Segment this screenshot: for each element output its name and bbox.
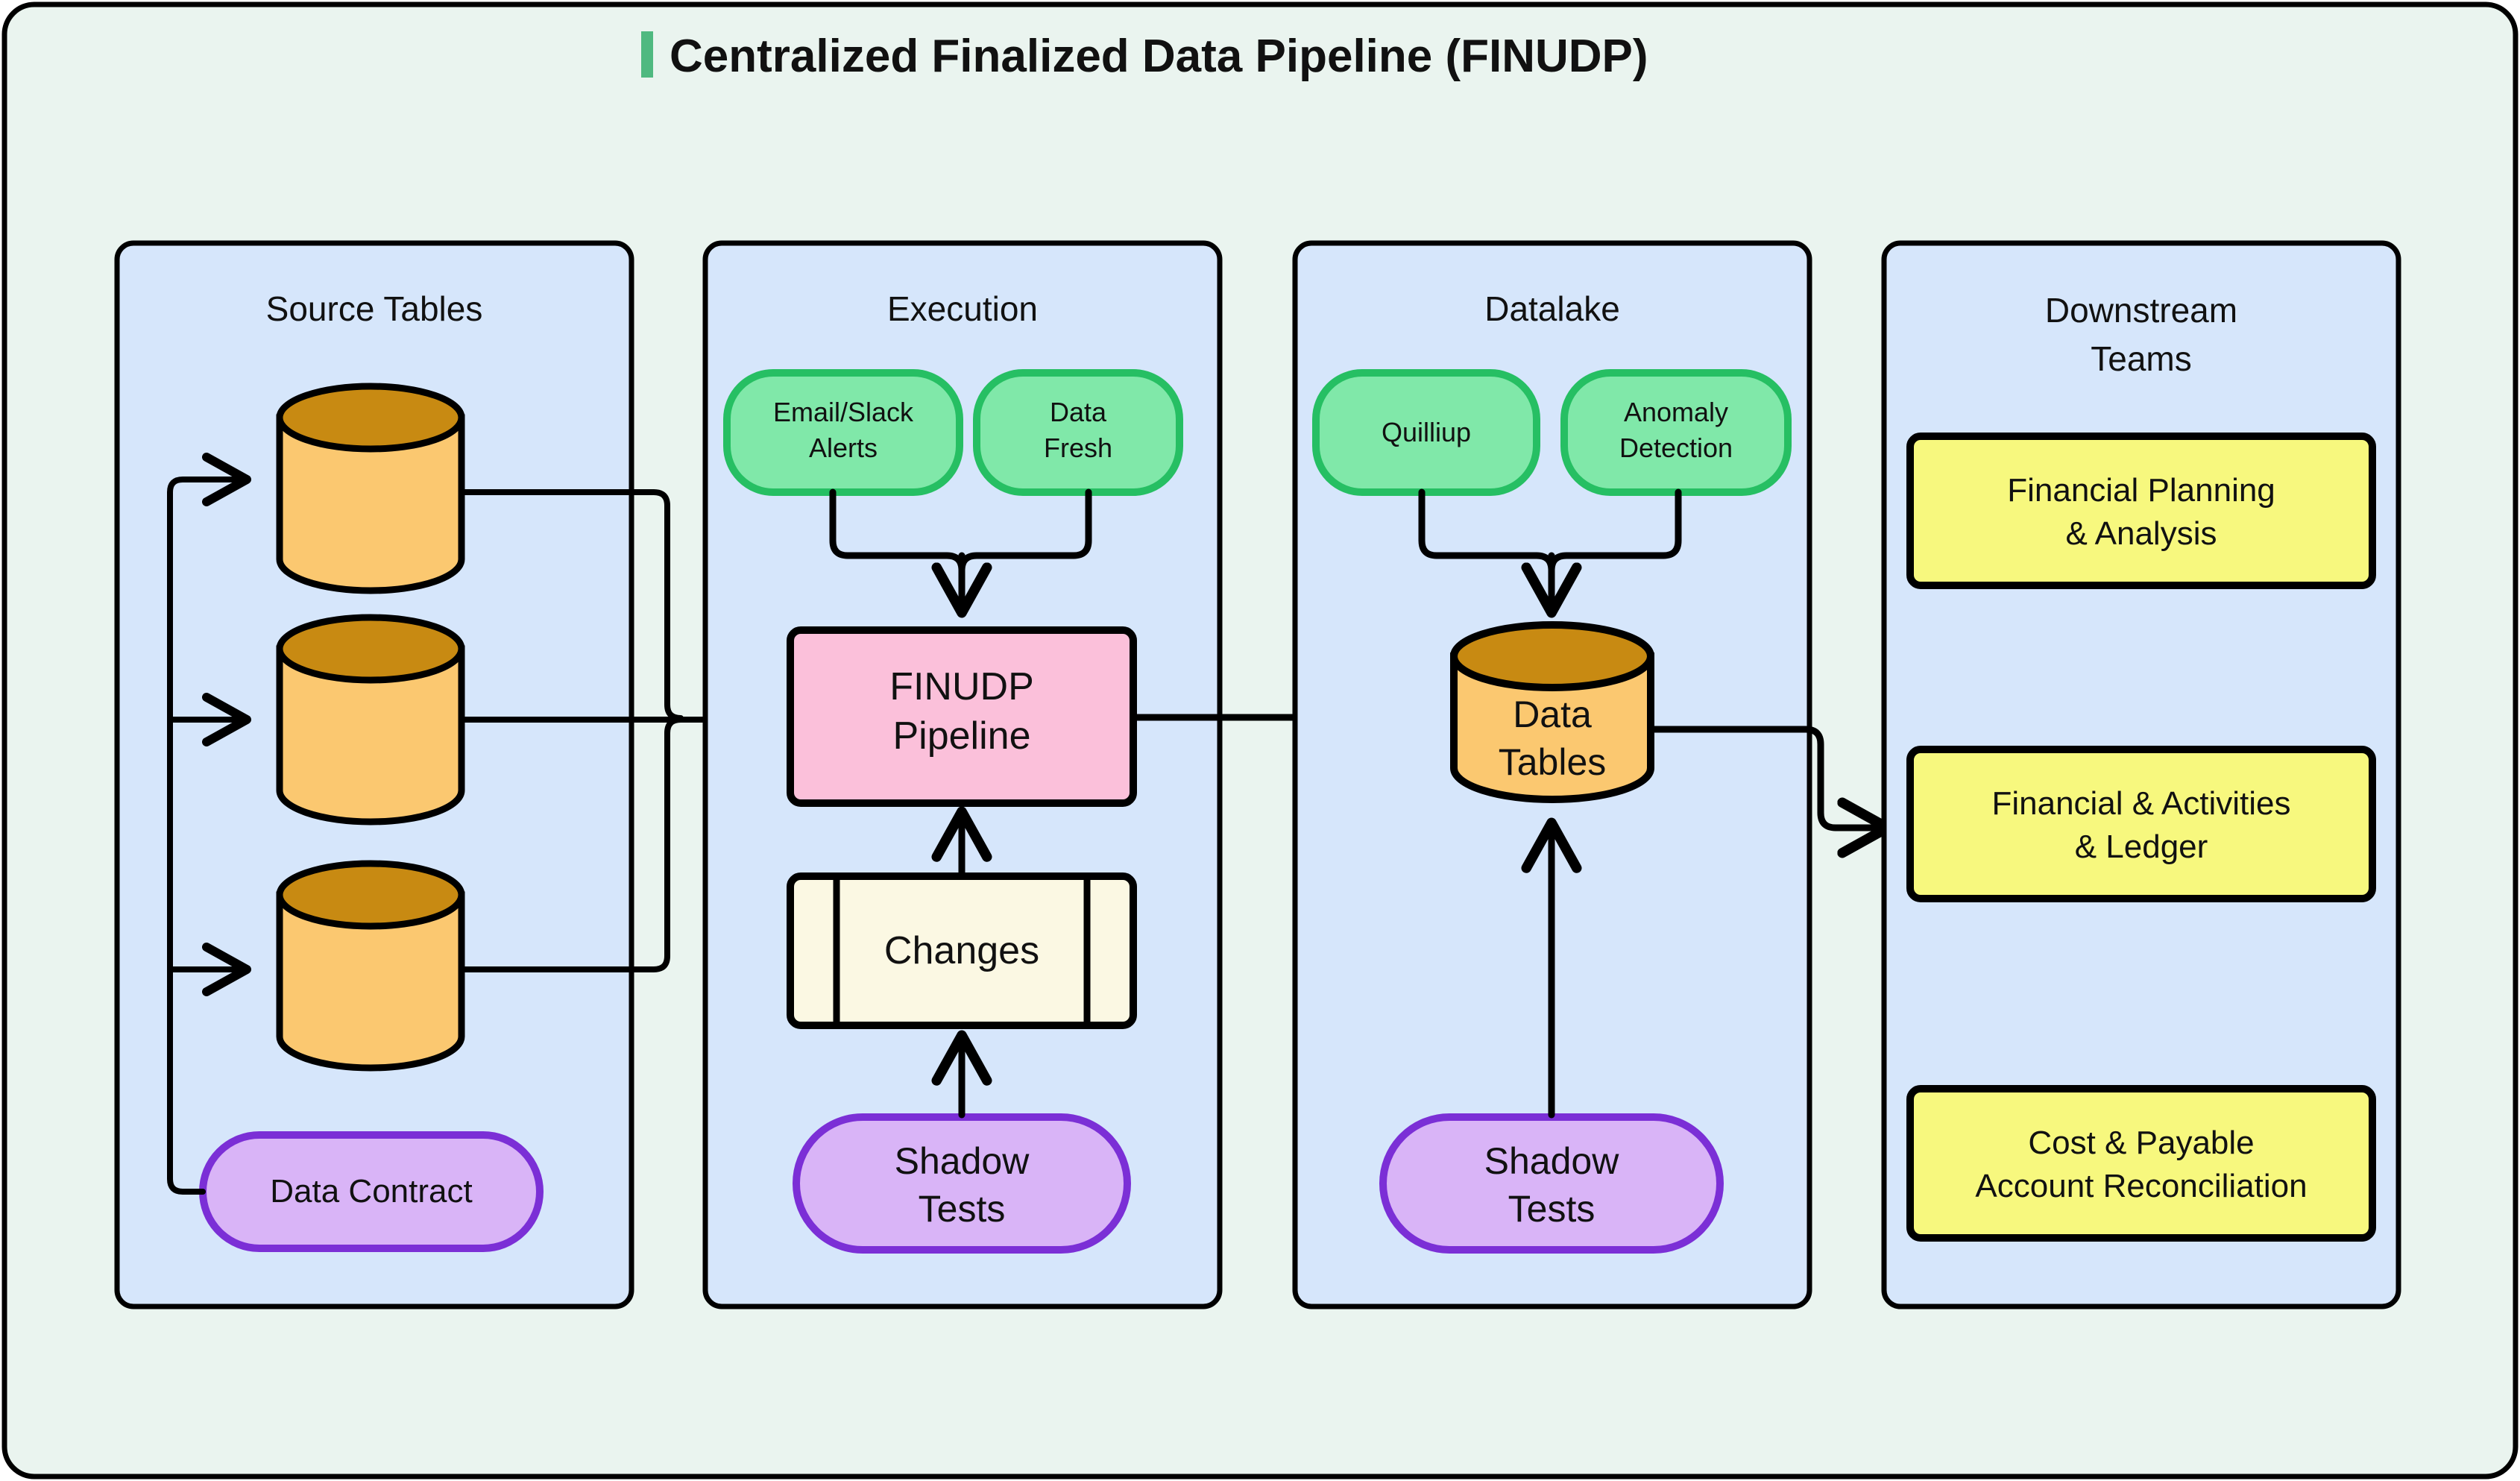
node-label-data-tables-line1: Data bbox=[1513, 694, 1592, 735]
node-label-data-fresh-line1: Data bbox=[1050, 397, 1107, 427]
node-label-finudp-pipeline-line2: Pipeline bbox=[892, 714, 1030, 758]
node-label-shadow-tests-datalake-line2: Tests bbox=[1508, 1188, 1596, 1230]
node-label-financial-planning-analysis-line2: & Analysis bbox=[2066, 515, 2217, 552]
title-accent-bar bbox=[641, 31, 653, 78]
node-label-shadow-tests-execution-line2: Tests bbox=[919, 1188, 1006, 1230]
node-financial-activities-ledger[interactable]: Financial & Activities & Ledger bbox=[1906, 746, 2376, 902]
node-anomaly-detection[interactable]: Anomaly Detection bbox=[1560, 369, 1792, 496]
node-label-anomaly-detection-line1: Anomaly bbox=[1624, 397, 1728, 427]
panel-title-datalake: Datalake bbox=[1484, 289, 1620, 328]
node-label-email-slack-alerts-line2: Alerts bbox=[809, 433, 878, 463]
source-db-cylinder-2[interactable] bbox=[276, 614, 465, 826]
node-label-data-contract: Data Contract bbox=[270, 1173, 472, 1210]
node-label-financial-activities-ledger-line2: & Ledger bbox=[2075, 828, 2208, 865]
node-label-shadow-tests-execution-line1: Shadow bbox=[895, 1140, 1030, 1182]
node-shadow-tests-datalake[interactable]: Shadow Tests bbox=[1379, 1113, 1724, 1254]
node-changes[interactable]: Changes bbox=[787, 872, 1137, 1029]
node-email-slack-alerts[interactable]: Email/Slack Alerts bbox=[723, 369, 963, 496]
edge-datalake-monitors-to-tables bbox=[1418, 488, 1682, 618]
node-label-anomaly-detection-line2: Detection bbox=[1619, 433, 1733, 463]
node-data-fresh[interactable]: Data Fresh bbox=[973, 369, 1183, 496]
edge-data-tables-to-downstream bbox=[1647, 726, 1893, 858]
node-data-tables[interactable]: Data Tables bbox=[1450, 621, 1654, 803]
node-label-cost-payable-reconciliation-line1: Cost & Payable bbox=[2028, 1125, 2254, 1161]
node-label-financial-planning-analysis-line1: Financial Planning bbox=[2007, 472, 2275, 509]
node-label-quilliup: Quilliup bbox=[1382, 417, 1471, 447]
node-label-email-slack-alerts-line1: Email/Slack bbox=[773, 397, 914, 427]
node-label-data-tables-line2: Tables bbox=[1499, 741, 1607, 783]
panel-title-downstream-teams-line2: Teams bbox=[2091, 339, 2191, 378]
node-cost-payable-reconciliation[interactable]: Cost & Payable Account Reconciliation bbox=[1906, 1085, 2376, 1242]
edge-sources-to-pipeline bbox=[459, 489, 788, 972]
node-data-contract[interactable]: Data Contract bbox=[199, 1131, 544, 1252]
node-financial-planning-analysis[interactable]: Financial Planning & Analysis bbox=[1906, 433, 2376, 589]
edge-monitors-to-pipeline bbox=[829, 488, 1092, 618]
panel-title-execution: Execution bbox=[887, 289, 1038, 328]
node-label-finudp-pipeline-line1: FINUDP bbox=[889, 665, 1034, 708]
page-title: Centralized Finalized Data Pipeline (FIN… bbox=[670, 31, 1648, 82]
panel-title-source-tables: Source Tables bbox=[266, 289, 483, 328]
node-finudp-pipeline[interactable]: FINUDP Pipeline bbox=[787, 626, 1137, 807]
panel-title-downstream-teams-line1: Downstream bbox=[2045, 291, 2237, 330]
source-db-cylinder-3[interactable] bbox=[276, 860, 465, 1072]
source-db-cylinder-1[interactable] bbox=[276, 383, 465, 594]
node-label-financial-activities-ledger-line1: Financial & Activities bbox=[1991, 785, 2290, 822]
edge-data-contract-to-sources bbox=[167, 453, 251, 1195]
node-quilliup[interactable]: Quilliup bbox=[1312, 369, 1540, 496]
node-label-shadow-tests-datalake-line1: Shadow bbox=[1484, 1140, 1620, 1182]
node-label-cost-payable-reconciliation-line2: Account Reconciliation bbox=[1975, 1168, 2307, 1204]
node-label-changes: Changes bbox=[884, 929, 1039, 972]
node-shadow-tests-execution[interactable]: Shadow Tests bbox=[793, 1113, 1131, 1254]
node-label-data-fresh-line2: Fresh bbox=[1044, 433, 1112, 463]
